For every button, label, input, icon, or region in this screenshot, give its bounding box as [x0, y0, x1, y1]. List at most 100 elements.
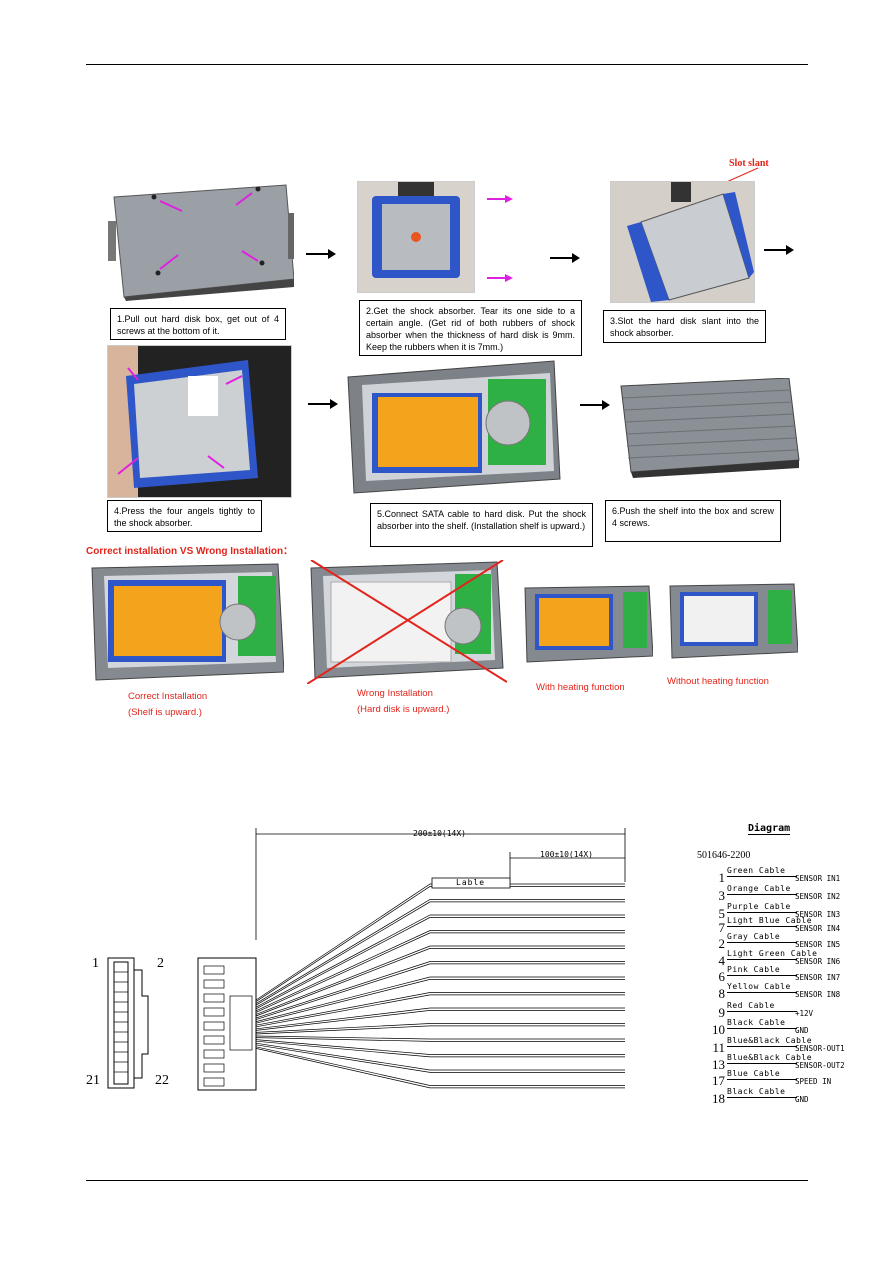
- legend-pin-number: 9: [718, 1005, 726, 1020]
- legend-cable-name: Blue&Black Cable: [727, 1036, 813, 1045]
- photo-hdd-box: [108, 183, 294, 301]
- wrong-sublabel: (Hard disk is upward.): [357, 704, 450, 715]
- legend-underline: [727, 1079, 797, 1080]
- step-5-caption: 5.Connect SATA cable to hard disk. Put t…: [370, 503, 593, 547]
- legend-signal: SENSOR IN1: [795, 874, 841, 883]
- photo-correct-install: [88, 562, 284, 682]
- legend-pin-number: 11: [712, 1040, 725, 1055]
- legend-signal: SENSOR IN2: [795, 892, 841, 901]
- footer-rule: [86, 1180, 808, 1181]
- heating-label: With heating function: [536, 682, 625, 693]
- legend-signal: SPEED IN: [795, 1077, 832, 1086]
- legend-cable-name: Black Cable: [727, 1018, 786, 1027]
- legend-signal: SENSOR IN5: [795, 940, 841, 949]
- legend-underline: [727, 894, 797, 895]
- step-6-caption: 6.Push the shelf into the box and screw …: [605, 500, 781, 542]
- legend-signal: SENSOR IN6: [795, 957, 841, 966]
- legend-pin-number: 3: [718, 888, 726, 903]
- lable-text: Lable: [456, 878, 486, 887]
- legend-pin-number: 7: [718, 920, 726, 935]
- legend-underline: [727, 876, 797, 877]
- magenta-arrow-icon: [487, 274, 513, 282]
- step-2-caption: 2.Get the shock absorber. Tear its one s…: [359, 300, 582, 356]
- legend-pin-number: 13: [712, 1057, 725, 1072]
- photo-sata-shelf: [344, 357, 564, 497]
- legend-cable-name: Purple Cable: [727, 902, 791, 911]
- legend-pin-number: 2: [718, 936, 726, 951]
- legend-signal: SENSOR-OUT1: [795, 1044, 845, 1053]
- legend-cable-name: Blue Cable: [727, 1069, 781, 1078]
- legend-underline: [727, 1011, 797, 1012]
- install-heading: Correct installation VS Wrong Installati…: [86, 546, 294, 557]
- arrow-right-icon: [306, 249, 336, 259]
- legend-underline: [727, 975, 797, 976]
- legend-pin-number: 8: [718, 986, 726, 1001]
- legend-cable-name: Pink Cable: [727, 965, 781, 974]
- correct-sublabel: (Shelf is upward.): [128, 707, 202, 718]
- part-number: 501646-2200: [697, 850, 751, 861]
- arrow-right-icon: [580, 400, 610, 410]
- legend-pin-number: 6: [718, 969, 726, 984]
- legend-signal: +12V: [795, 1009, 814, 1018]
- legend-underline: [727, 959, 797, 960]
- diagram-title: Diagram: [748, 823, 791, 835]
- step-4-caption: 4.Press the four angels tightly to the s…: [107, 500, 262, 532]
- legend-pin-number: 17: [712, 1073, 725, 1088]
- legend-pin-number: 5: [718, 906, 726, 921]
- photo-slot-hdd: [610, 181, 755, 303]
- legend-pin-number: 18: [712, 1091, 725, 1106]
- arrow-right-icon: [308, 399, 338, 409]
- legend-underline: [727, 1028, 797, 1029]
- pin-21: 21: [86, 1073, 100, 1088]
- legend-signal: GND: [795, 1026, 809, 1035]
- arrow-right-icon: [764, 245, 794, 255]
- legend-cable-name: Light Green Cable: [727, 949, 818, 958]
- wrong-label: Wrong Installation: [357, 688, 433, 699]
- dim-total: 200±10(14X): [413, 829, 466, 838]
- legend-cable-name: Yellow Cable: [727, 982, 791, 991]
- pin-22: 22: [155, 1073, 169, 1088]
- legend-signal: SENSOR IN4: [795, 924, 841, 933]
- legend-pin-number: 10: [712, 1022, 725, 1037]
- magenta-arrow-icon: [487, 195, 513, 203]
- legend-underline: [727, 1046, 797, 1047]
- pin-1: 1: [92, 956, 99, 971]
- photo-press-angles: [107, 345, 292, 498]
- step-1-caption: 1.Pull out hard disk box, get out of 4 s…: [110, 308, 286, 340]
- legend-cable-name: Gray Cable: [727, 932, 781, 941]
- photo-closed-box: [613, 378, 803, 478]
- legend-cable-name: Green Cable: [727, 866, 786, 875]
- legend-pin-number: 4: [718, 953, 726, 968]
- slot-slant-label: Slot slant: [729, 158, 769, 169]
- legend-signal: SENSOR IN8: [795, 990, 841, 999]
- correct-label: Correct Installation: [128, 691, 208, 702]
- no-heating-label: Without heating function: [667, 676, 769, 687]
- dim-branch: 100±10(14X): [540, 850, 593, 859]
- legend-underline: [727, 912, 797, 913]
- wiring-diagram: [107, 828, 626, 1091]
- legend-signal: SENSOR IN7: [795, 973, 841, 982]
- legend-pin-number: 1: [718, 870, 726, 885]
- legend-cable-name: Light Blue Cable: [727, 916, 813, 925]
- pin-2: 2: [157, 956, 164, 971]
- legend-signal: SENSOR-OUT2: [795, 1061, 845, 1070]
- legend-cable-name: Orange Cable: [727, 884, 791, 893]
- photo-shock-absorber: [357, 181, 475, 293]
- legend-underline: [727, 926, 797, 927]
- legend-underline: [727, 1063, 797, 1064]
- legend-cable-name: Red Cable: [727, 1001, 775, 1010]
- legend-underline: [727, 942, 797, 943]
- legend-signal: SENSOR IN3: [795, 910, 841, 919]
